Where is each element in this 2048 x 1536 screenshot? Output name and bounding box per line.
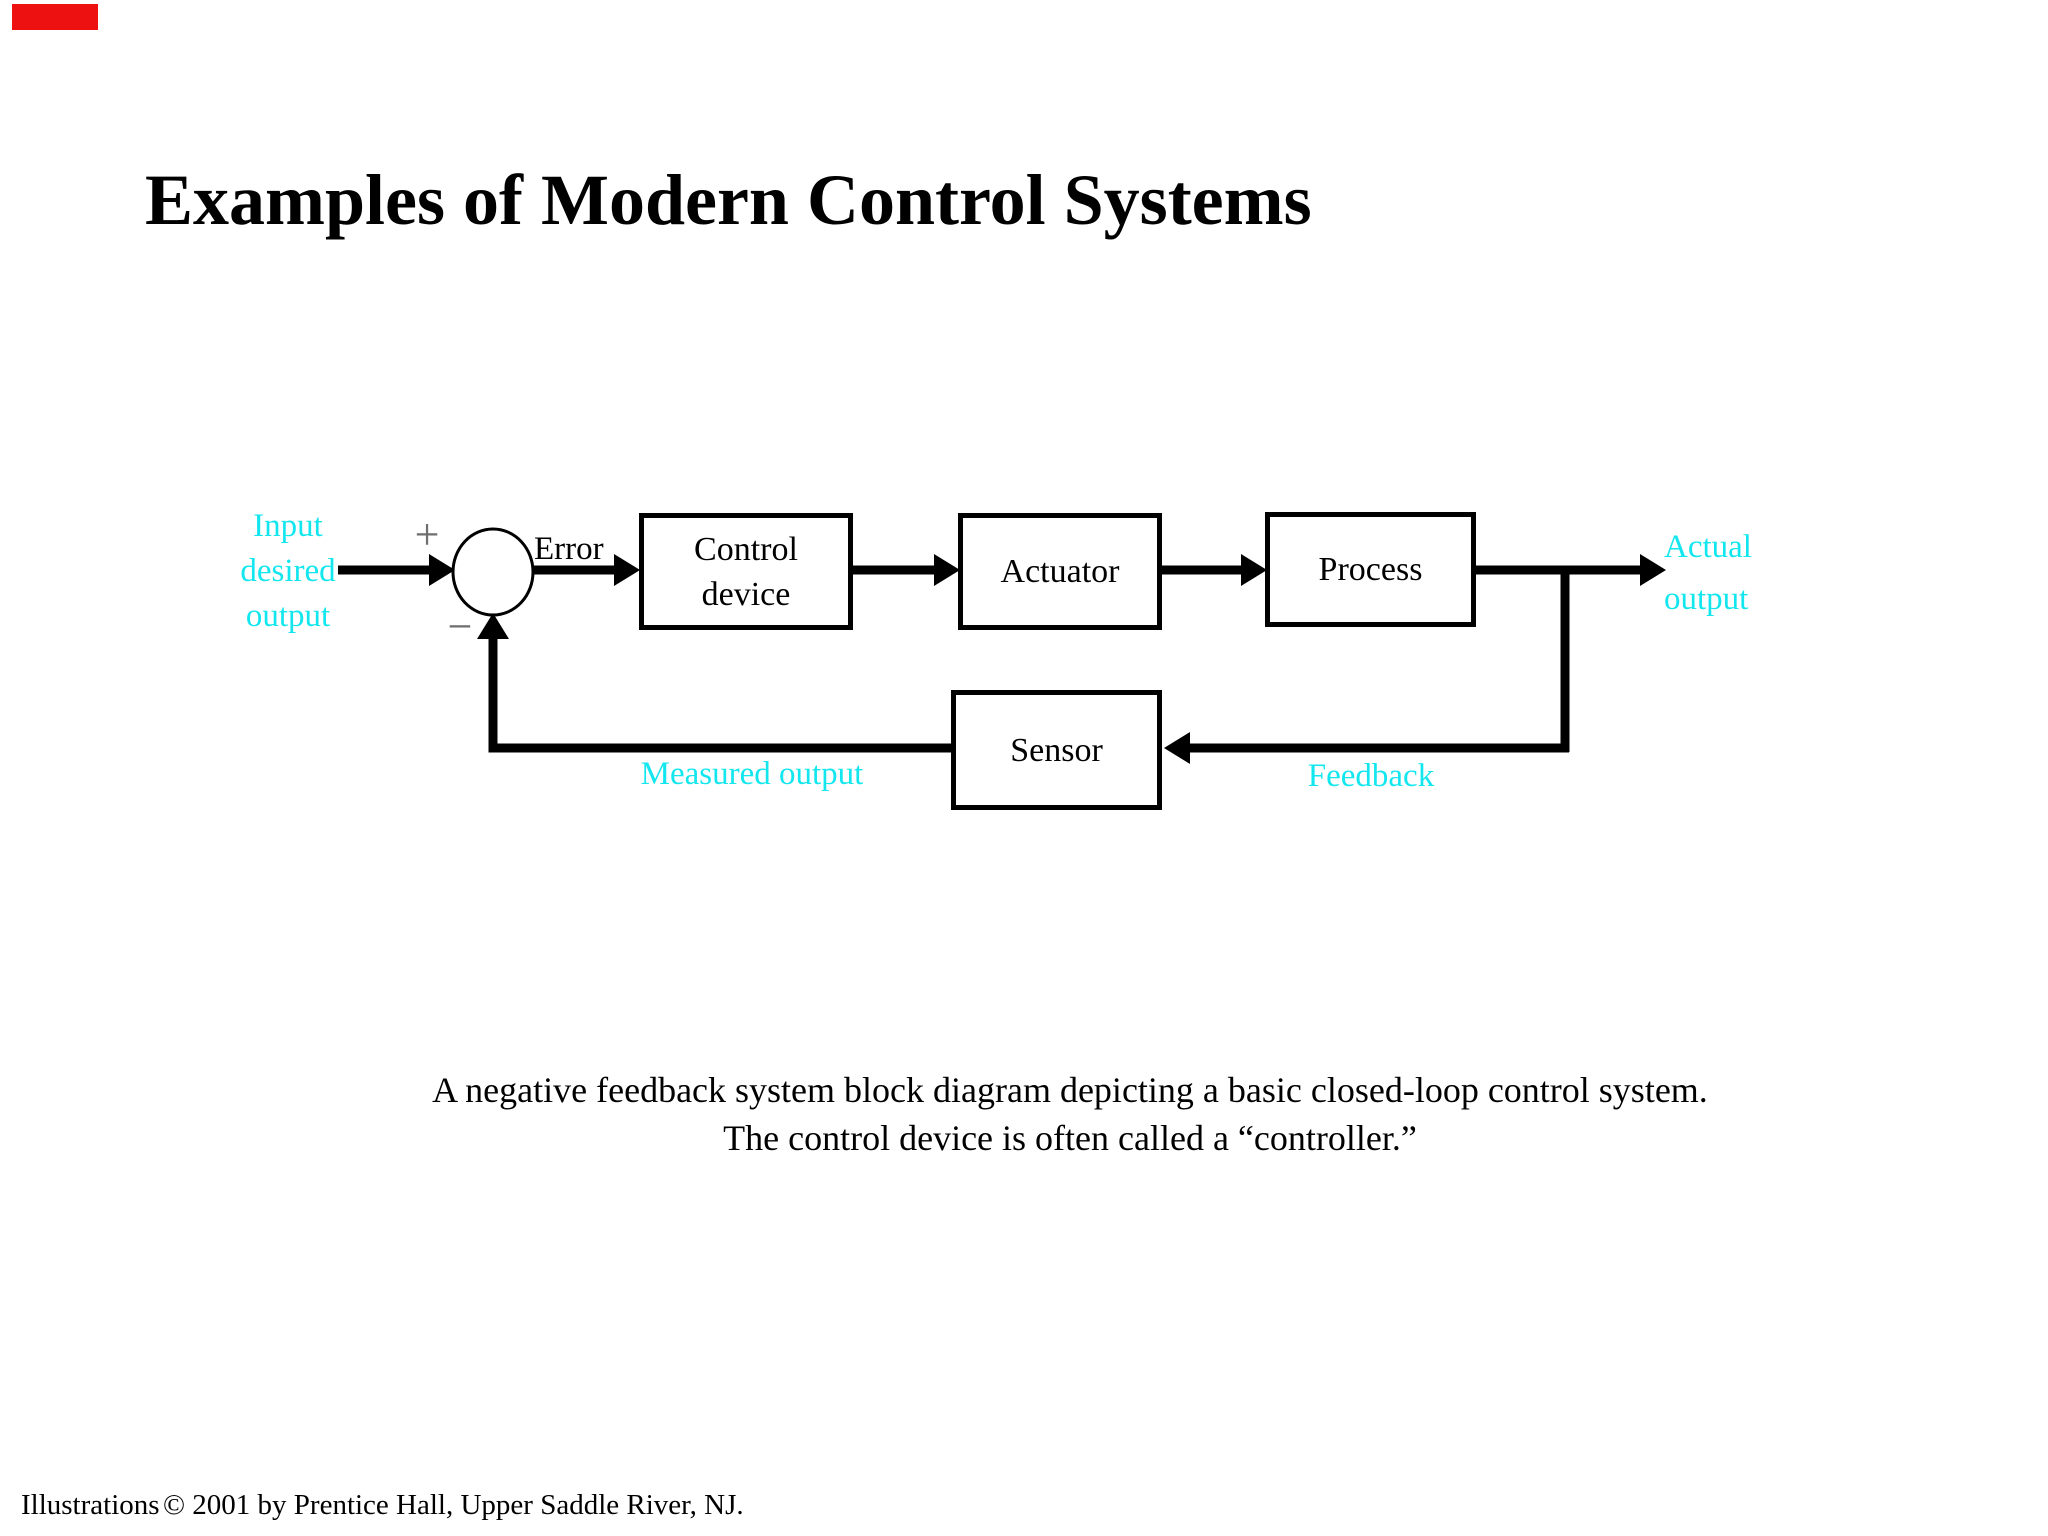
footer-copyright-text: © 2001 by Prentice Hall, Upper Saddle Ri… — [163, 1489, 744, 1521]
error-label: Error — [534, 531, 604, 567]
measured-output-label: Measured output — [640, 756, 864, 792]
block-process: Process — [1265, 512, 1476, 627]
page-title: Examples of Modern Control Systems — [145, 160, 1312, 241]
block-actuator-label: Actuator — [1000, 553, 1120, 590]
footer-illustrations-label: Illustrations — [21, 1489, 160, 1521]
input-arrowhead — [429, 554, 455, 586]
block-control-device: Control device — [639, 513, 853, 630]
error-arrowhead — [614, 554, 640, 586]
actual-label-line1: Actual — [1664, 529, 1752, 565]
actual-output-label: Actual output — [1664, 521, 1752, 625]
summing-minus-sign: − — [447, 602, 473, 651]
measured-output-return-line — [488, 637, 951, 753]
block-control-device-label-line1: Control — [694, 530, 798, 568]
figure-caption-line2: The control device is often called a “co… — [723, 1118, 1417, 1158]
red-marker-bar — [12, 4, 98, 30]
measured-output-arrowhead-up — [477, 613, 509, 639]
actuator-to-process-arrowhead — [1241, 554, 1267, 586]
block-actuator: Actuator — [958, 513, 1162, 630]
input-label-line2: desired — [240, 553, 336, 589]
block-sensor: Sensor — [951, 690, 1162, 810]
figure-caption: A negative feedback system block diagram… — [400, 1066, 1740, 1162]
block-control-device-label-line2: device — [701, 575, 791, 613]
input-label-line3: output — [245, 598, 331, 634]
output-arrowhead — [1640, 554, 1666, 586]
feedback-label: Feedback — [1307, 758, 1435, 794]
actual-label-line2: output — [1664, 581, 1749, 617]
input-desired-output-label: Input desired output — [228, 504, 348, 639]
block-process-label: Process — [1318, 551, 1423, 588]
block-sensor-label: Sensor — [1010, 731, 1103, 769]
figure-caption-line1: A negative feedback system block diagram… — [432, 1070, 1708, 1110]
control-to-actuator-arrowhead — [934, 554, 960, 586]
summing-plus-sign: + — [414, 510, 440, 559]
input-label-line1: Input — [253, 508, 323, 544]
feedback-arrowhead-into-sensor — [1164, 732, 1190, 764]
